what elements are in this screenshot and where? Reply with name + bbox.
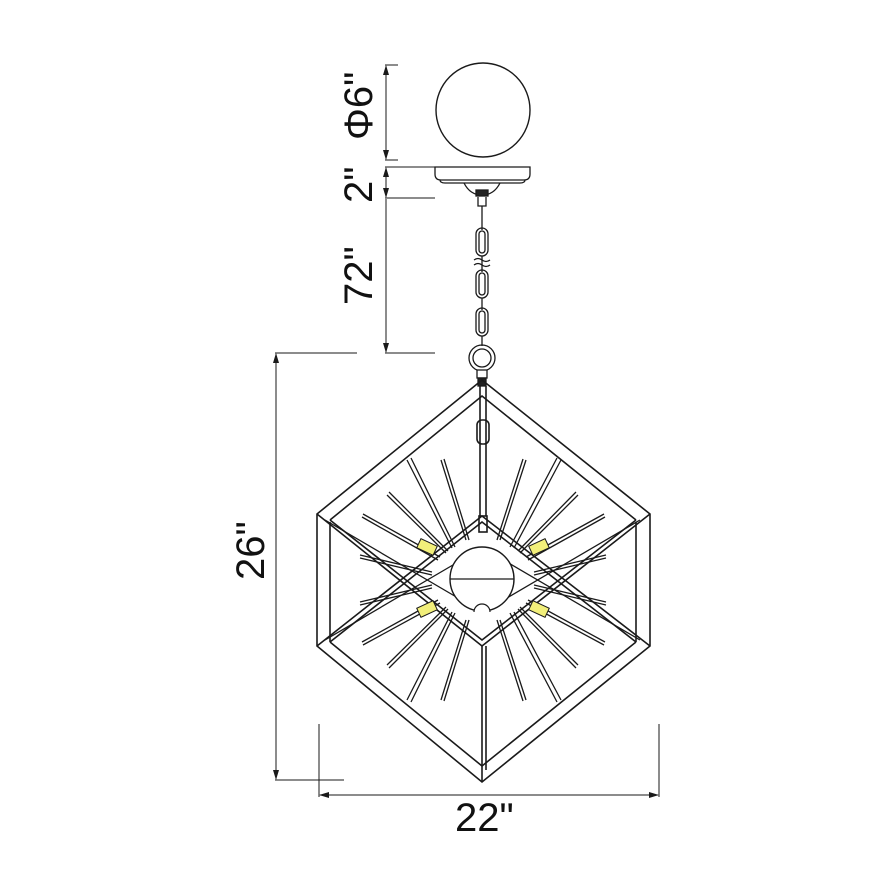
label-canopy-diameter: Φ6" xyxy=(337,72,381,140)
label-fixture-height: 26" xyxy=(229,521,273,580)
canopy-side-view xyxy=(434,166,531,197)
hexagonal-frame xyxy=(316,378,651,784)
dimension-lines xyxy=(273,64,660,798)
label-canopy-height: 2" xyxy=(337,167,381,203)
ring-loop xyxy=(468,344,496,387)
label-fixture-width: 22" xyxy=(455,796,514,840)
canopy-top-view xyxy=(435,62,531,158)
dimension-labels: Φ6" 2" 72" 26" 22" xyxy=(229,72,514,840)
candle-sockets xyxy=(416,538,550,618)
chain xyxy=(473,197,491,346)
center-sphere xyxy=(449,546,515,613)
label-chain-length: 72" xyxy=(337,246,381,305)
spike-rods xyxy=(324,457,641,703)
